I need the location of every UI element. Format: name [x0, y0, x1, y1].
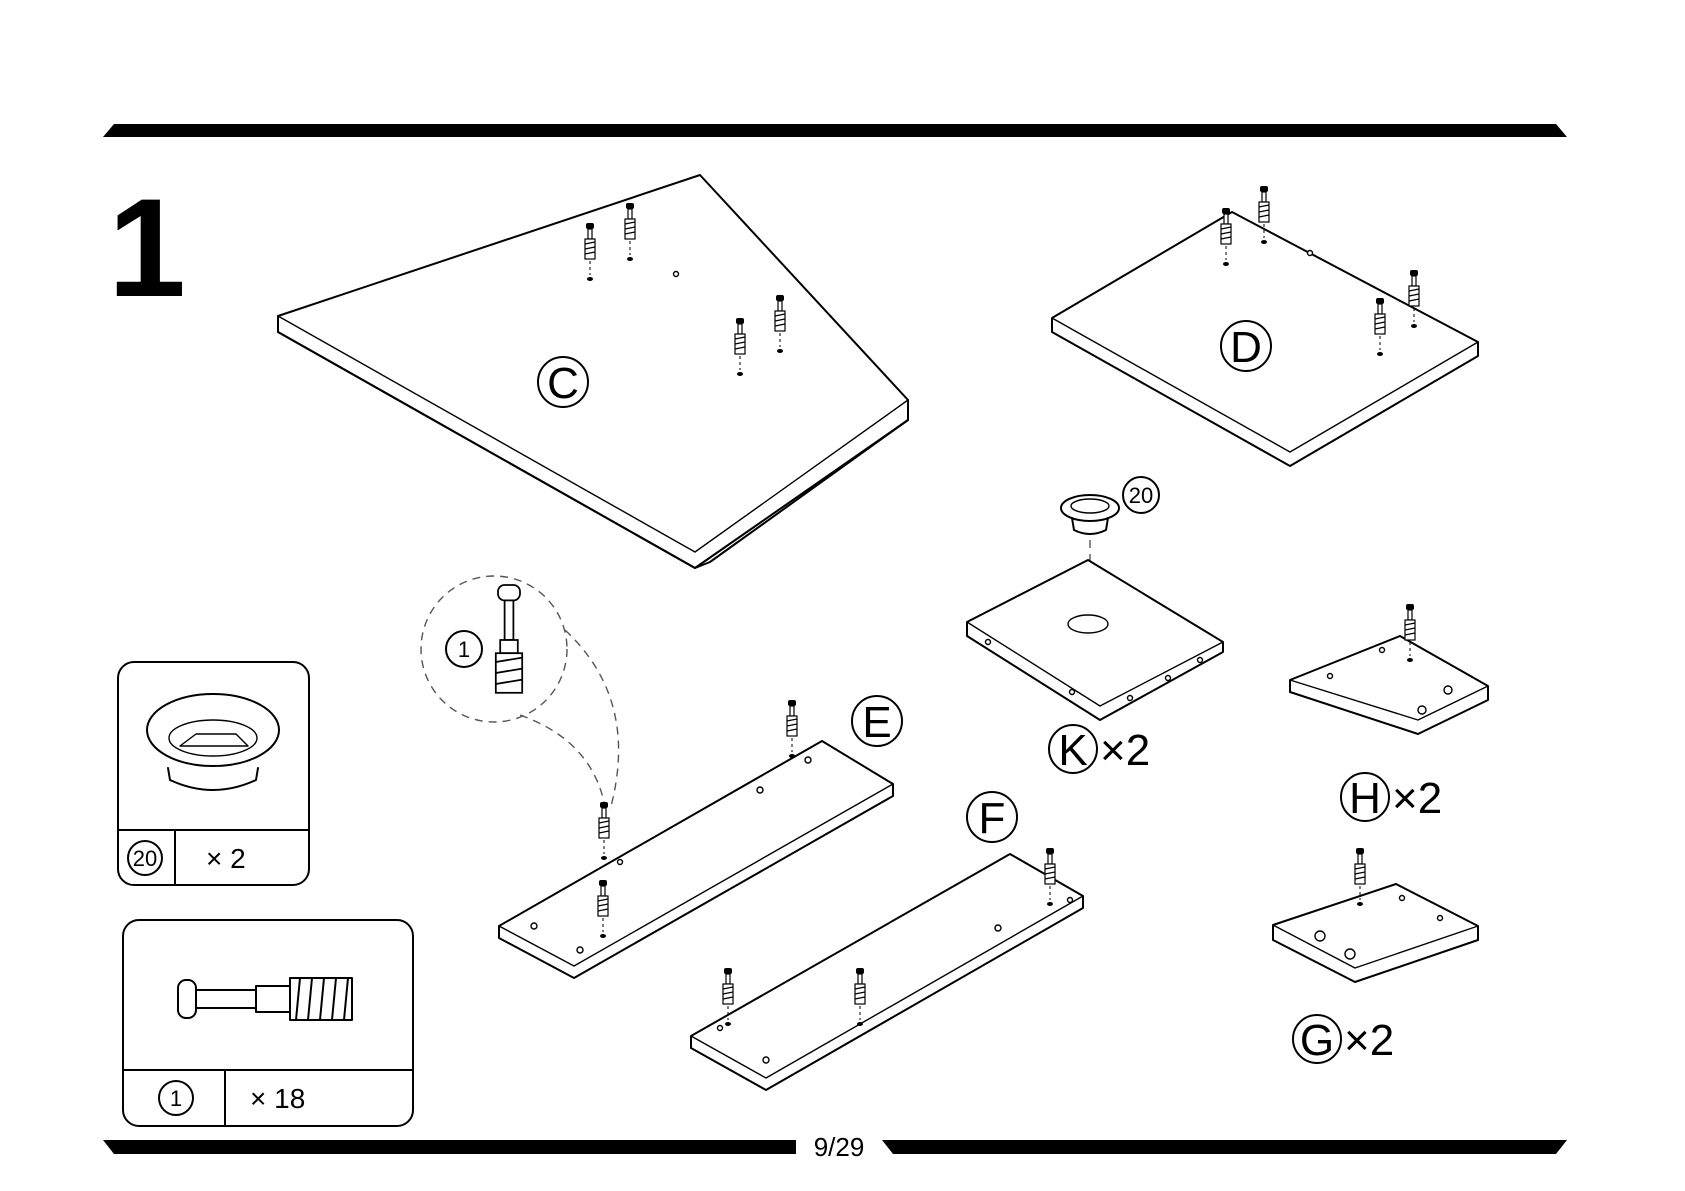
label-part-k: K ×2: [1049, 725, 1150, 775]
part-k-qty: ×2: [1100, 726, 1150, 775]
panel-h-illustration: [1290, 604, 1488, 734]
panel-g-illustration: [1273, 848, 1478, 982]
part-h-letter: H: [1349, 774, 1381, 823]
cam-bolt-part-number: 1: [170, 1086, 182, 1111]
panel-c-illustration: [278, 175, 908, 568]
panel-k-illustration: [967, 560, 1223, 720]
label-part-f: F: [967, 792, 1017, 843]
panel-e-illustration: [499, 700, 893, 978]
bolt-detail-callout: 1: [421, 576, 619, 810]
grommet-ref-number: 20: [1129, 483, 1153, 508]
part-e-letter: E: [862, 698, 891, 747]
cam-bolt-qty: × 18: [250, 1083, 305, 1114]
part-g-qty: ×2: [1344, 1016, 1394, 1065]
part-d-letter: D: [1230, 323, 1262, 372]
label-part-g: G ×2: [1293, 1015, 1394, 1065]
bolt-detail-number: 1: [458, 637, 470, 662]
panel-f-illustration: [691, 848, 1083, 1090]
part-g-letter: G: [1300, 1016, 1334, 1065]
panel-d-illustration: [1052, 186, 1478, 466]
part-k-letter: K: [1058, 726, 1087, 775]
hardware-box-grommet: 20 × 2: [118, 662, 309, 885]
part-h-qty: ×2: [1392, 774, 1442, 823]
page-number: 9/29: [814, 1132, 865, 1162]
part-f-letter: F: [979, 794, 1006, 843]
grommet-qty: × 2: [206, 843, 246, 874]
hardware-box-cam-bolt: 1 × 18: [123, 920, 413, 1126]
step-number: 1: [108, 169, 186, 326]
footer-bar: 9/29: [103, 1132, 1567, 1162]
label-part-e: E: [852, 696, 902, 747]
label-part-h: H ×2: [1341, 773, 1442, 823]
grommet-part-number: 20: [133, 846, 157, 871]
part-c-letter: C: [547, 359, 579, 408]
header-bar: [103, 124, 1567, 137]
